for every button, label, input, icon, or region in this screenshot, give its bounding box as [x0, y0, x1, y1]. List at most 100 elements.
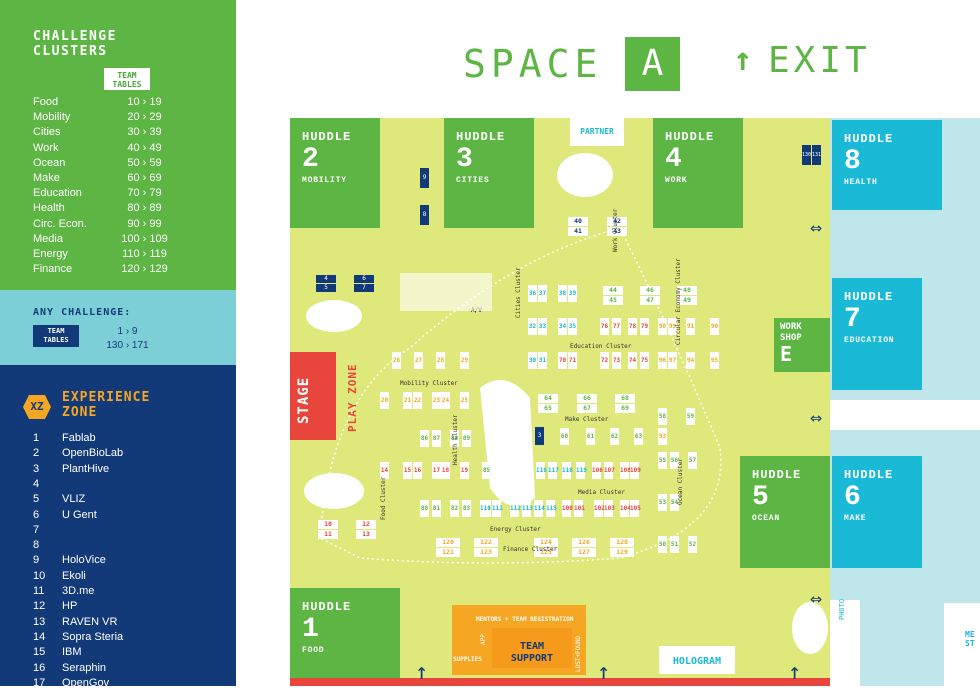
cluster-name: Media [33, 232, 63, 245]
stage [290, 352, 336, 440]
cluster-row: Circ. Econ.90 › 99 [33, 218, 223, 233]
cluster-label: Food Cluster [380, 476, 387, 520]
team-table: 65 [538, 404, 558, 413]
team-table: 77 [612, 318, 621, 335]
xz-row: 4 [33, 478, 223, 493]
double-arrow-icon-2: ⇔ [810, 405, 823, 429]
navy-table: 4 [316, 275, 336, 283]
team-table: 111 [492, 500, 503, 517]
team-table: 93 [658, 428, 667, 445]
team-support-line-1: TEAM [519, 641, 545, 652]
xz-name: PlantHive [62, 462, 110, 475]
navy-table: 8 [420, 205, 429, 225]
team-table: 59 [686, 408, 695, 425]
cluster-range: 120 › 129 [121, 263, 168, 276]
navy-table: 3 [535, 427, 544, 445]
team-table: 94 [686, 352, 695, 369]
navy-table: 9 [420, 168, 429, 188]
team-table: 99 [668, 318, 677, 335]
team-table: 40 [568, 217, 588, 226]
team-table: 56 [670, 452, 679, 469]
team-table: 34 [558, 318, 567, 335]
cluster-name: Energy [33, 248, 68, 260]
right-partial-label: ME ST [965, 630, 975, 648]
xz-row: 3 PlantHive [33, 463, 223, 478]
cluster-label: Cities Cluster [515, 267, 522, 318]
navy-table: 7 [354, 284, 374, 292]
team-table: 37 [538, 285, 547, 302]
team-table: 42 [607, 217, 627, 226]
xz-name: IBM [62, 646, 82, 659]
team-support-line-2: SUPPORT [510, 653, 554, 664]
team-table: 109 [630, 462, 641, 479]
xz-number: 11 [33, 585, 45, 597]
team-table: 110 [480, 500, 491, 517]
xz-number: 3 [33, 462, 40, 475]
team-table: 96 [658, 352, 667, 369]
team-table: 30 [528, 352, 537, 369]
xz-number: 1 [33, 432, 40, 444]
team-table: 11 [318, 530, 338, 539]
workshop-e: WORK SHOP E [774, 318, 830, 372]
navy-table: 5 [316, 284, 336, 292]
xz-name: OpenBioLab [62, 447, 124, 460]
cluster-label: Education Cluster [570, 343, 632, 350]
cluster-name: Finance [33, 263, 73, 276]
team-table: 21 [403, 392, 412, 409]
double-arrow-icon-1: ⇔ [810, 215, 823, 239]
team-table: 43 [607, 227, 627, 236]
team-table: 76 [600, 318, 609, 335]
team-table: 82 [450, 500, 459, 517]
team-table: 108 [620, 462, 631, 479]
navy-table: 130 [802, 145, 811, 165]
team-table: 35 [568, 318, 577, 335]
any-challenge-range-1: 1 › 9 [117, 326, 138, 337]
xz-hexagon-icon [23, 395, 51, 419]
team-table: 33 [538, 318, 547, 335]
team-table: 121 [436, 548, 460, 557]
team-table: 44 [603, 286, 623, 295]
team-table: 19 [460, 462, 469, 479]
team-table: 64 [538, 394, 558, 403]
team-table: 75 [640, 352, 649, 369]
xz-name: Ekoli [62, 569, 86, 582]
team-table: 124 [534, 538, 558, 547]
team-table: 101 [574, 500, 585, 517]
team-table: 53 [658, 494, 667, 511]
team-table: 63 [634, 428, 643, 445]
cluster-range: 10 › 19 [127, 96, 162, 108]
cluster-name: Food [33, 96, 59, 108]
photo-label: PHOTO [838, 598, 846, 620]
team-table: 112 [510, 500, 521, 517]
team-table: 81 [432, 500, 441, 517]
cluster-label: Energy Cluster [490, 526, 541, 533]
xz-number: 4 [33, 477, 40, 490]
xz-name: RAVEN VR [62, 615, 118, 628]
cluster-name: Make [33, 172, 60, 184]
team-table: 71 [568, 352, 577, 369]
exit-label: EXIT [768, 40, 871, 81]
xz-number: 10 [33, 569, 46, 582]
team-table: 120 [436, 538, 460, 547]
team-table: 38 [558, 285, 567, 302]
hologram: HOLOGRAM [659, 646, 735, 674]
navy-table: 131 [812, 145, 821, 165]
team-table: 13 [356, 530, 376, 539]
team-table: 61 [586, 428, 595, 445]
team-table: 26 [392, 352, 401, 369]
team-table: 95 [710, 352, 719, 369]
xz-number: 14 [33, 630, 46, 643]
team-table: 22 [413, 392, 422, 409]
team-table: 100 [562, 500, 573, 517]
xz-name: Fablab [62, 432, 96, 444]
